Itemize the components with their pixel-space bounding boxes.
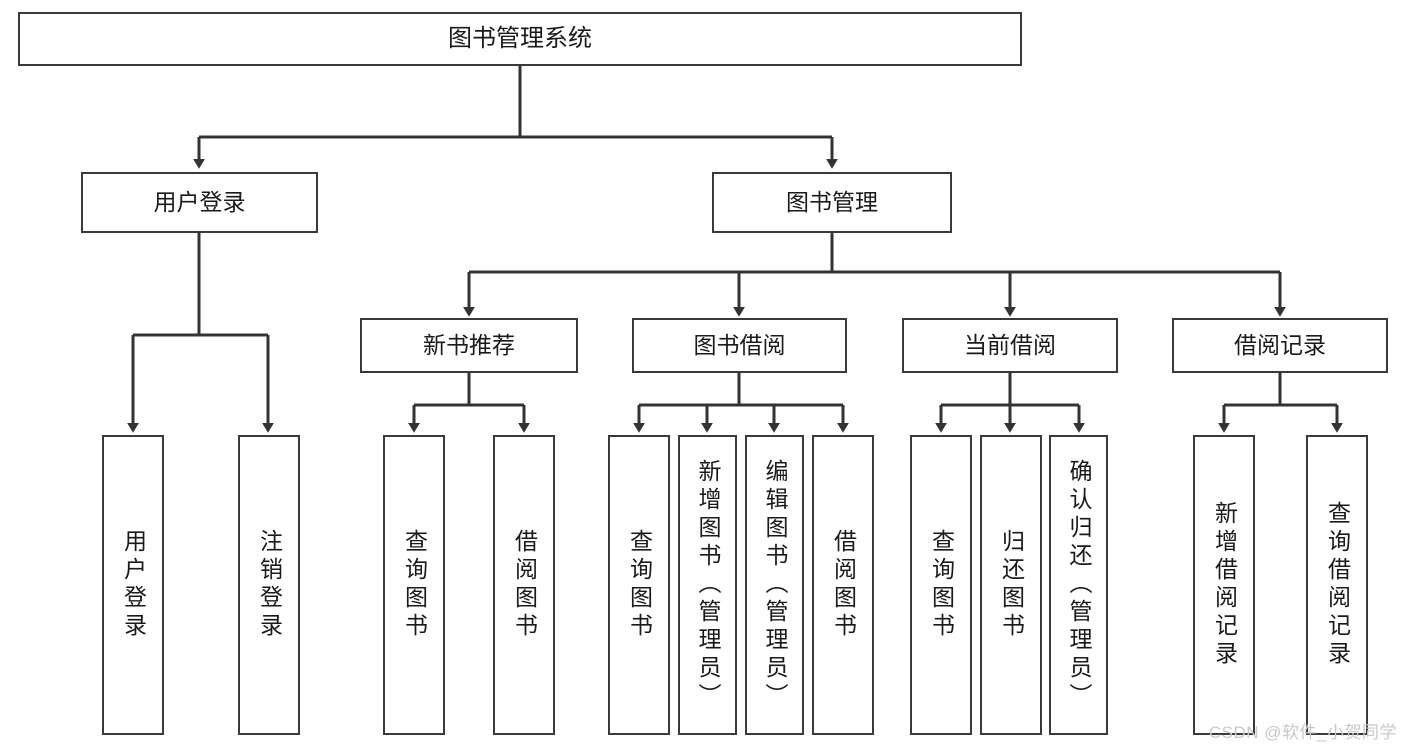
node-label: 借阅图书 [511,529,538,641]
node-label: 当前借阅 [964,332,1056,359]
node-label: 用户登录 [153,189,246,216]
node-label: 确认归还（管理员） [1066,459,1092,711]
node-current-borrow[interactable]: 当前借阅 [902,318,1118,373]
leaf-user-login-signin[interactable]: 用户登录 [102,435,164,735]
leaf-current-confirm-return-admin[interactable]: 确认归还（管理员） [1049,435,1108,735]
node-label: 新书推荐 [423,332,515,359]
node-book-borrow[interactable]: 图书借阅 [632,318,847,373]
leaf-current-query-book[interactable]: 查询图书 [910,435,972,735]
leaf-user-login-signout[interactable]: 注销登录 [238,435,300,735]
leaf-record-add-record[interactable]: 新增借阅记录 [1193,435,1255,735]
leaf-borrow-borrow-book[interactable]: 借阅图书 [812,435,874,735]
node-label: 查询借阅记录 [1324,501,1351,669]
node-label: 编辑图书（管理员） [762,459,788,711]
node-label: 新增图书（管理员） [695,459,721,711]
node-borrow-record[interactable]: 借阅记录 [1172,318,1388,373]
leaf-record-query-record[interactable]: 查询借阅记录 [1306,435,1368,735]
node-user-login[interactable]: 用户登录 [81,172,318,233]
node-label: 图书管理 [786,189,878,216]
node-label: 借阅图书 [830,529,857,641]
node-label: 新增借阅记录 [1211,501,1238,669]
node-label: 图书管理系统 [448,25,592,53]
leaf-borrow-add-book-admin[interactable]: 新增图书（管理员） [678,435,737,735]
node-label: 注销登录 [256,529,283,641]
node-label: 查询图书 [401,529,428,641]
leaf-newbook-borrow-book[interactable]: 借阅图书 [493,435,555,735]
node-label: 归还图书 [998,529,1025,641]
leaf-newbook-query-book[interactable]: 查询图书 [383,435,445,735]
node-label: 借阅记录 [1234,332,1326,359]
leaf-borrow-query-book[interactable]: 查询图书 [608,435,670,735]
node-new-book-recommend[interactable]: 新书推荐 [360,318,578,373]
node-label: 图书借阅 [693,332,786,359]
node-label: 用户登录 [120,529,147,641]
leaf-borrow-edit-book-admin[interactable]: 编辑图书（管理员） [745,435,804,735]
leaf-current-return-book[interactable]: 归还图书 [980,435,1042,735]
node-book-management[interactable]: 图书管理 [712,172,952,233]
node-label: 查询图书 [928,529,955,641]
node-root-system[interactable]: 图书管理系统 [18,12,1022,66]
node-label: 查询图书 [626,529,653,641]
csdn-watermark: CSDN @软件_小贺同学 [1208,723,1397,742]
